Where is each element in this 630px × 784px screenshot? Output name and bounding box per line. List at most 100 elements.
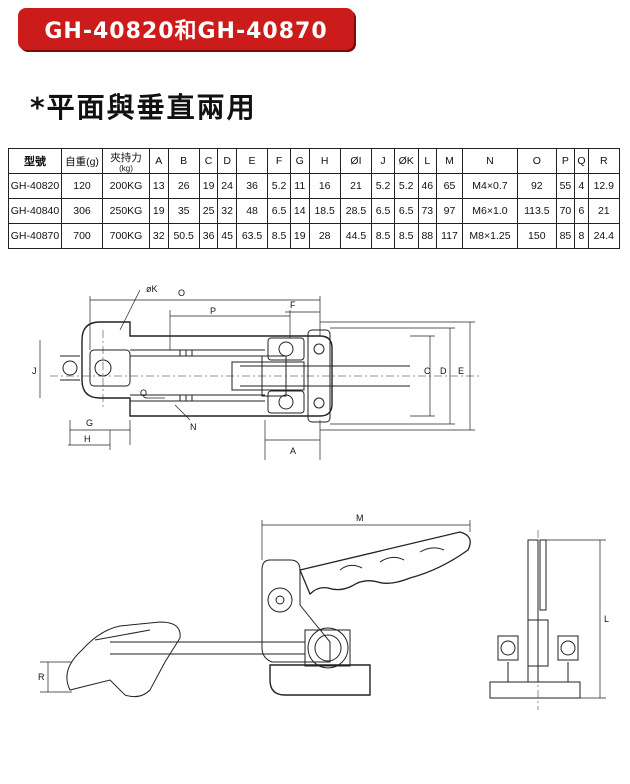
header-a: A <box>149 148 169 174</box>
table-cell: 21 <box>339 173 373 199</box>
table-cell: GH-40870 <box>8 223 62 249</box>
dim-r-label: R <box>38 672 45 682</box>
dim-k-label: øK <box>146 284 158 294</box>
header-f: F <box>267 148 291 174</box>
header-g: G <box>289 148 310 174</box>
table-cell: GH-40820 <box>8 173 62 199</box>
dim-m-label: M <box>356 513 364 523</box>
header-k: ØK <box>393 148 419 174</box>
header-i: ØI <box>339 148 373 174</box>
table-cell: M8×1.25 <box>461 223 518 249</box>
side-view <box>40 520 471 698</box>
header-h: H <box>308 148 341 174</box>
table-cell: 14 <box>289 198 310 224</box>
table-cell: 73 <box>417 198 438 224</box>
subtitle: *平面與垂直兩用 <box>30 91 257 124</box>
dim-e-label: E <box>458 366 464 376</box>
table-cell: 4 <box>574 173 589 199</box>
table-cell: 19 <box>149 198 169 224</box>
table-cell: 6 <box>574 198 589 224</box>
drawing-svg: øK O P F J Q N G H A C D E M L R <box>32 284 609 710</box>
table-cell: 306 <box>61 198 103 224</box>
header-m: M <box>436 148 463 174</box>
table-cell: 5.2 <box>371 173 395 199</box>
dim-f-label: F <box>290 300 296 310</box>
header-q: Q <box>574 148 589 174</box>
table-cell: 44.5 <box>339 223 373 249</box>
table-cell: 13 <box>149 173 169 199</box>
top-view <box>39 289 480 460</box>
table-cell: 8 <box>574 223 589 249</box>
header-b: B <box>167 148 200 174</box>
table-cell: 25 <box>198 198 219 224</box>
table-cell: 92 <box>516 173 557 199</box>
table-cell: 6.5 <box>371 198 395 224</box>
model-banner: GH-40820和GH-40870 <box>18 8 354 50</box>
dim-j-label: J <box>32 366 37 376</box>
table-cell: M6×1.0 <box>461 198 518 224</box>
table-cell: 16 <box>308 173 341 199</box>
dim-n-label: N <box>190 422 197 432</box>
header-clamp-force: 夾持力 (kg) <box>102 148 150 174</box>
header-d: D <box>217 148 237 174</box>
header-n: N <box>461 148 518 174</box>
table-cell: 97 <box>436 198 463 224</box>
header-j: J <box>371 148 395 174</box>
table-cell: 63.5 <box>235 223 269 249</box>
table-cell: 32 <box>217 198 237 224</box>
dim-l-label: L <box>604 614 609 624</box>
table-cell: 48 <box>235 198 269 224</box>
table-cell: 700 <box>61 223 103 249</box>
header-p: P <box>555 148 576 174</box>
dim-o-label: O <box>178 288 185 298</box>
table-cell: 55 <box>555 173 576 199</box>
header-r: R <box>587 148 621 174</box>
technical-drawing: øK O P F J Q N G H A C D E M L R <box>0 270 630 780</box>
table-cell: 28 <box>308 223 341 249</box>
table-cell: 24 <box>217 173 237 199</box>
table-cell: 8.5 <box>393 223 419 249</box>
header-weight: 自重(g) <box>61 148 103 174</box>
table-cell: 70 <box>555 198 576 224</box>
table-cell: 88 <box>417 223 438 249</box>
table-cell: 5.2 <box>267 173 291 199</box>
table-cell: 11 <box>289 173 310 199</box>
table-cell: 120 <box>61 173 103 199</box>
table-cell: 117 <box>436 223 463 249</box>
table-cell: 46 <box>417 173 438 199</box>
table-cell: 5.2 <box>393 173 419 199</box>
table-cell: 50.5 <box>167 223 200 249</box>
table-cell: 6.5 <box>267 198 291 224</box>
table-cell: 200KG <box>102 173 150 199</box>
header-clamp-force-unit: (kg) <box>119 163 133 173</box>
table-cell: 28.5 <box>339 198 373 224</box>
table-cell: 35 <box>167 198 200 224</box>
table-cell: 36 <box>235 173 269 199</box>
table-cell: 21 <box>587 198 621 224</box>
table-cell: 113.5 <box>516 198 557 224</box>
dim-p-label: P <box>210 306 216 316</box>
table-cell: 24.4 <box>587 223 621 249</box>
table-cell: 26 <box>167 173 200 199</box>
table-cell: 65 <box>436 173 463 199</box>
table-cell: M4×0.7 <box>461 173 518 199</box>
dim-q-label: Q <box>140 388 147 398</box>
table-cell: 85 <box>555 223 576 249</box>
table-cell: 8.5 <box>267 223 291 249</box>
table-cell: 700KG <box>102 223 150 249</box>
table-cell: 36 <box>198 223 219 249</box>
table-cell: 18.5 <box>308 198 341 224</box>
table-cell: 19 <box>198 173 219 199</box>
table-cell: 8.5 <box>371 223 395 249</box>
header-model: 型號 <box>8 148 62 174</box>
table-cell: 45 <box>217 223 237 249</box>
dim-c-label: C <box>424 366 431 376</box>
table-cell: 32 <box>149 223 169 249</box>
header-clamp-force-label: 夾持力 <box>110 151 142 164</box>
table-cell: 250KG <box>102 198 150 224</box>
end-view <box>489 530 606 710</box>
